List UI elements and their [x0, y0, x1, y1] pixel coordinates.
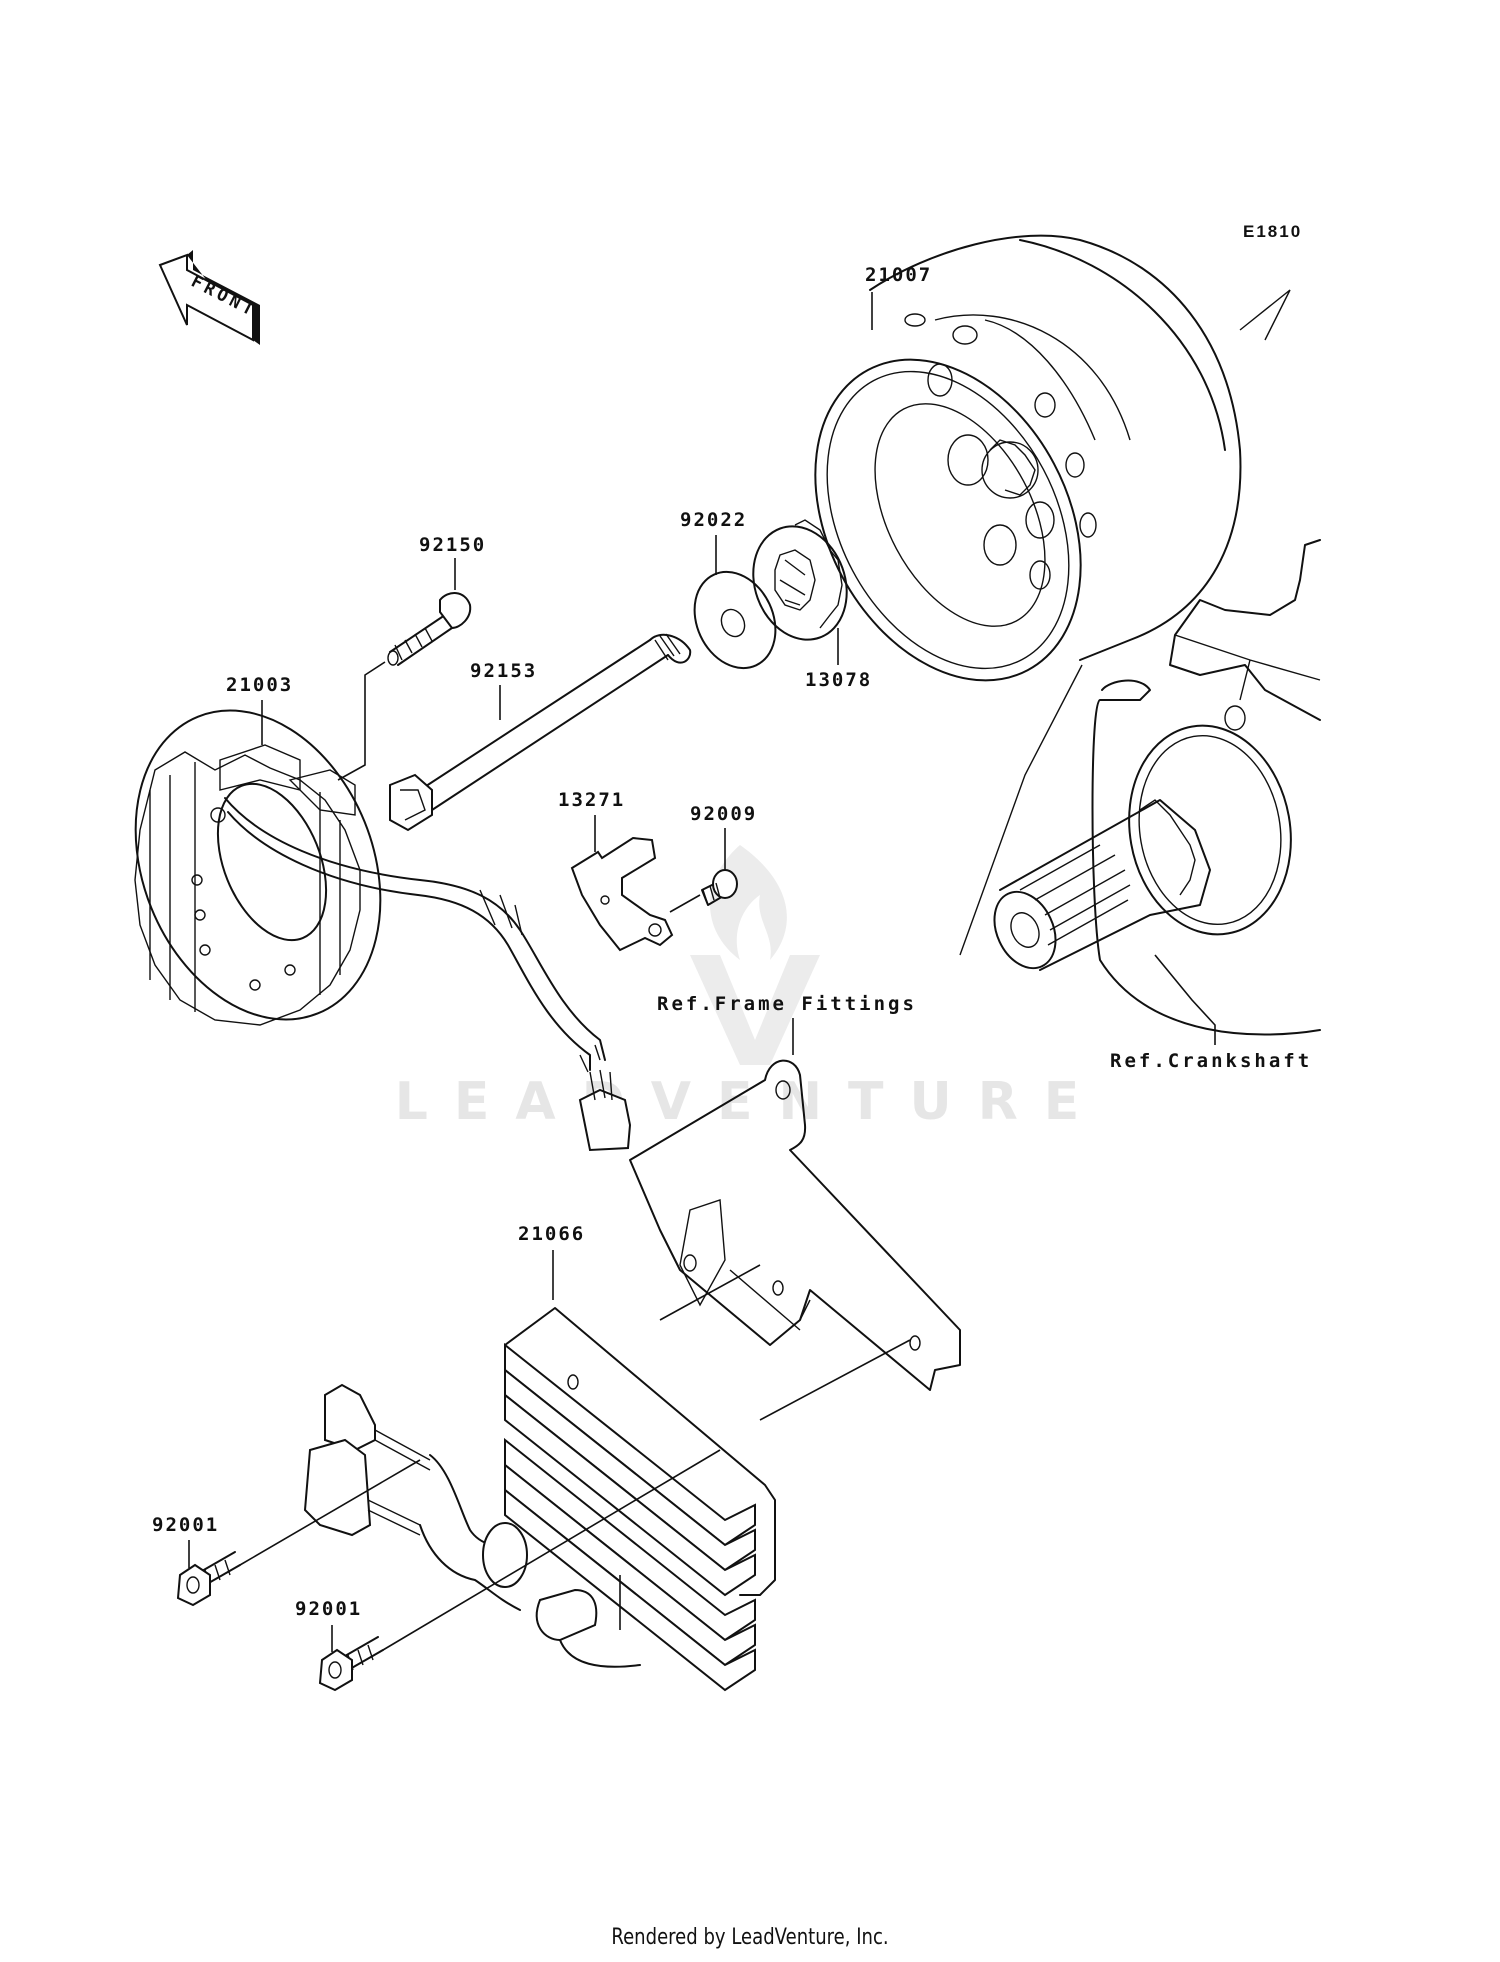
part-label-92001-lower[interactable]: 92001 [295, 1598, 363, 1620]
leader-bracket-hole-upper [659, 1264, 761, 1321]
leader-92001-lower-axis [382, 1449, 721, 1651]
starter-gear-13078[interactable] [738, 513, 862, 653]
watermark-logo [690, 845, 820, 1065]
leader-crankshaft [1154, 954, 1216, 1045]
flywheel-21007[interactable] [762, 234, 1291, 727]
leader-92001-upper-axis [239, 1459, 421, 1566]
crankshaft-reference [959, 539, 1321, 1036]
part-label-21003[interactable]: 21003 [226, 674, 294, 696]
flange-bolt-92001-upper[interactable] [176, 1551, 241, 1607]
leader-bracket-hole [759, 1339, 911, 1421]
part-label-92001-upper[interactable]: 92001 [152, 1514, 220, 1536]
part-label-92009[interactable]: 92009 [690, 803, 758, 825]
washer-92022[interactable] [679, 559, 790, 682]
part-label-13078[interactable]: 13078 [805, 669, 873, 691]
part-label-92153[interactable]: 92153 [470, 660, 538, 682]
wire-clamp-13271[interactable] [570, 836, 674, 952]
regulator-rectifier-21066[interactable] [303, 1307, 776, 1692]
leader-92150-to-stator [337, 661, 386, 781]
flange-bolt-92153[interactable] [389, 633, 692, 832]
diagram-code: E1810 [1243, 222, 1303, 241]
screw-92009[interactable] [669, 869, 738, 913]
watermark: LEADVENTURE [394, 1072, 1106, 1132]
part-label-92150[interactable]: 92150 [419, 534, 487, 556]
reference-crankshaft[interactable]: Ref.Crankshaft [1110, 1050, 1313, 1072]
footer-credit: Rendered by LeadVenture, Inc. [611, 1925, 889, 1950]
part-label-21007[interactable]: 21007 [865, 264, 933, 286]
part-label-92022[interactable]: 92022 [680, 509, 748, 531]
frame-fitting-bracket [629, 1059, 961, 1391]
flange-bolt-92001-lower[interactable] [318, 1636, 384, 1692]
stator-21003[interactable] [91, 674, 632, 1152]
socket-bolt-92150[interactable] [387, 592, 472, 666]
reference-frame-fittings[interactable]: Ref.Frame Fittings [657, 993, 917, 1015]
front-arrow-icon: FRONT [158, 250, 260, 345]
part-label-13271[interactable]: 13271 [558, 789, 626, 811]
part-label-21066[interactable]: 21066 [518, 1223, 586, 1245]
